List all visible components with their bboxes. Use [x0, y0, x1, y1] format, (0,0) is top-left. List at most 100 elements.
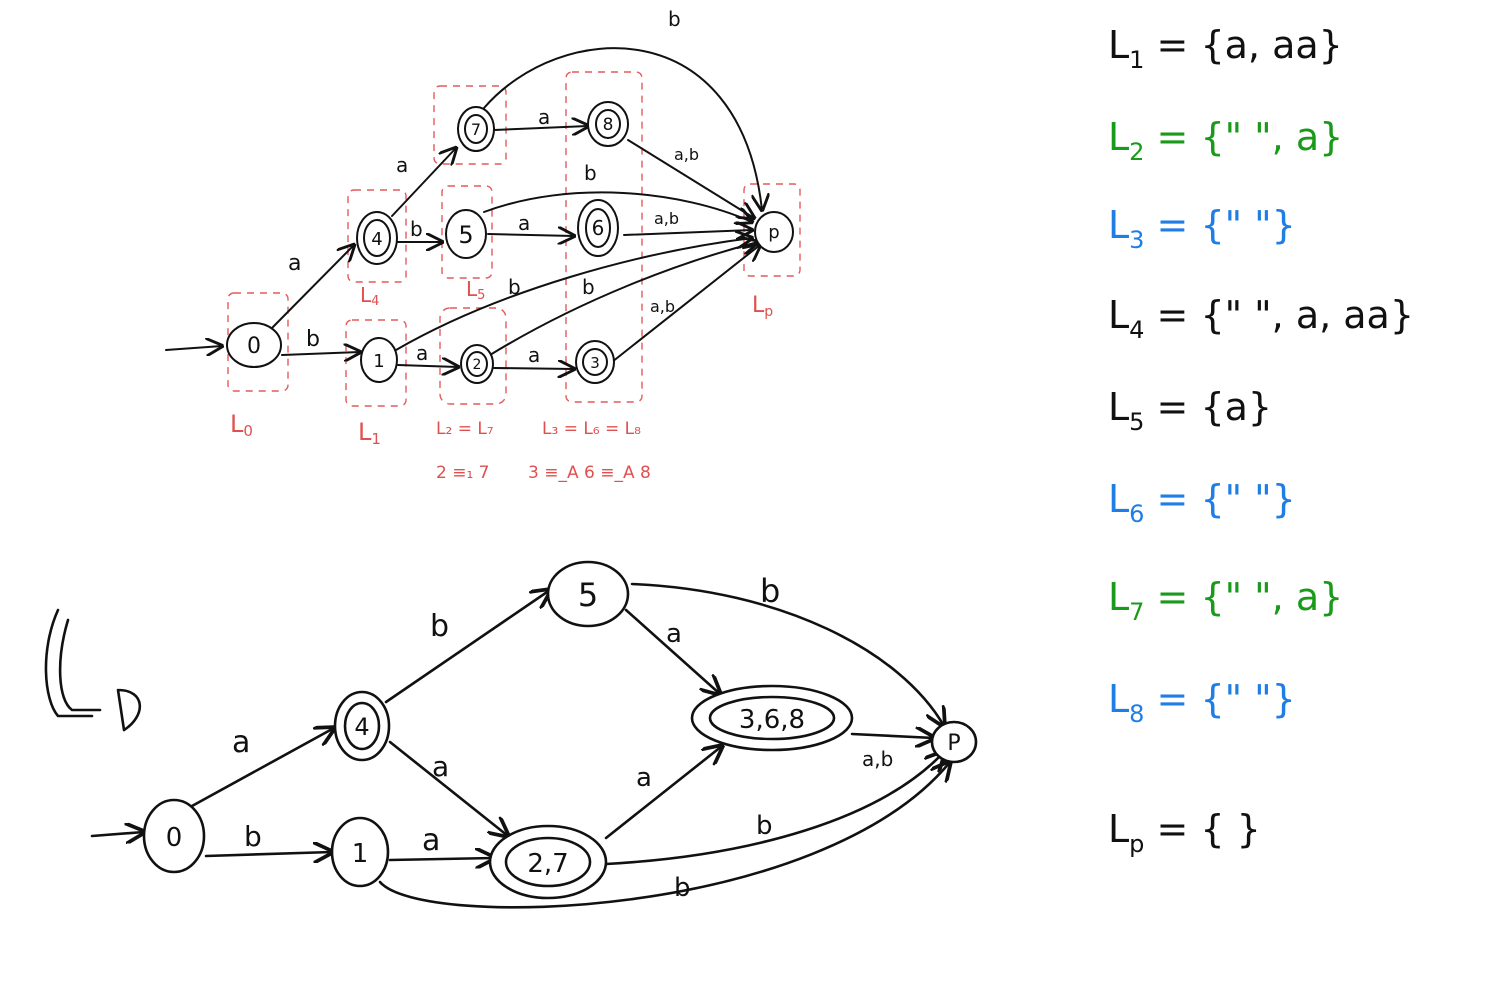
language-2: L2 = {" ", a}	[1108, 115, 1343, 166]
language-name: L	[1108, 293, 1129, 337]
label-b0-b1: b	[244, 820, 262, 853]
language-value: = {" "}	[1144, 203, 1295, 247]
language-value: = {a, aa}	[1144, 23, 1342, 67]
state-6: 6	[577, 199, 619, 257]
label-5-p: b	[584, 161, 597, 185]
group-box-L368	[565, 71, 643, 403]
label-8-p: a,b	[674, 145, 699, 164]
edge-b4-b27	[388, 740, 508, 836]
edge-b1-bp	[378, 762, 950, 909]
language-name: L	[1108, 677, 1129, 721]
label-4-7: a	[396, 153, 408, 177]
edge-b0-b1	[204, 852, 332, 856]
edge-b27-b368	[604, 746, 722, 840]
edge-b0-b4	[190, 728, 334, 808]
state-3: 3	[575, 340, 615, 384]
state-b368: 3,6,8	[690, 684, 854, 752]
edge-1-2	[397, 365, 458, 367]
label-7-8: a	[538, 105, 550, 129]
language-subscript: 2	[1129, 138, 1144, 166]
language-value: = {" "}	[1144, 677, 1295, 721]
state-2: 2	[460, 344, 494, 384]
svg-text:P: P	[947, 731, 960, 756]
svg-text:5: 5	[578, 576, 598, 614]
language-name: L	[1108, 575, 1129, 619]
edge-5-p	[483, 191, 752, 222]
svg-text:0: 0	[247, 334, 261, 359]
label-b4-b27: a	[432, 750, 449, 783]
label-L4: L4	[360, 283, 379, 309]
language-value: = {a}	[1144, 385, 1272, 429]
language-subscript: 7	[1129, 598, 1144, 626]
label-3-p: a,b	[650, 297, 675, 316]
label-L3-eq-L6-eq-L8: L₃ = L₆ = L₈	[542, 419, 641, 439]
language-name: L	[1108, 203, 1129, 247]
start-arrow-bottom	[90, 832, 144, 836]
svg-text:p: p	[768, 222, 779, 243]
group-box-L4	[347, 189, 407, 283]
edge-4-7	[391, 148, 456, 217]
state-b1: 1	[330, 816, 390, 888]
language-1: L1 = {a, aa}	[1108, 23, 1343, 74]
edge-7-8	[493, 126, 588, 130]
state-b5: 5	[546, 560, 630, 628]
state-b0: 0	[142, 798, 206, 874]
state-7: 7	[457, 106, 495, 152]
svg-text:1: 1	[373, 351, 384, 372]
label-0-4: a	[288, 251, 301, 276]
edge-0-1	[281, 352, 360, 355]
edge-b4-b5	[384, 590, 550, 704]
state-b27: 2,7	[488, 824, 608, 900]
state-p: p	[754, 211, 794, 253]
language-4: L4 = {" ", a, aa}	[1108, 293, 1414, 344]
svg-text:2,7: 2,7	[527, 849, 568, 879]
language-8: L8 = {" "}	[1108, 677, 1296, 728]
language-value: = {" ", a, aa}	[1144, 293, 1414, 337]
language-3: L3 = {" "}	[1108, 203, 1296, 254]
svg-text:1: 1	[352, 839, 369, 869]
language-subscript: p	[1129, 830, 1144, 858]
edge-b5-bp	[630, 582, 944, 726]
language-subscript: 5	[1129, 408, 1144, 436]
label-3-equiv-6-equiv-8: 3 ≡_A 6 ≡_A 8	[528, 463, 651, 483]
language-subscript: 4	[1129, 316, 1144, 344]
label-b1-bp: b	[674, 873, 691, 903]
svg-text:2: 2	[473, 357, 482, 373]
label-L1: L1	[358, 418, 381, 448]
label-2-equiv-7: 2 ≡₁ 7	[436, 463, 490, 483]
edge-1-p	[395, 238, 752, 351]
group-box-L1	[345, 319, 407, 407]
state-0: 0	[226, 322, 282, 368]
edge-3-p	[611, 245, 760, 363]
edge-0-4	[269, 245, 354, 331]
language-subscript: 6	[1129, 500, 1144, 528]
edge-6-p	[623, 230, 752, 235]
language-list: L1 = {a, aa}L2 = {" ", a}L3 = {" "}L4 = …	[1108, 23, 1414, 858]
edge-2-p	[489, 242, 758, 356]
svg-text:8: 8	[603, 115, 614, 135]
label-b368-bp: a,b	[862, 747, 893, 771]
language-9: Lp = { }	[1108, 807, 1261, 858]
language-value: = {" "}	[1144, 477, 1295, 521]
language-name: L	[1108, 23, 1129, 67]
label-b1-b27: a	[422, 823, 440, 858]
label-4-5: b	[410, 217, 423, 241]
label-2-3: a	[528, 343, 540, 367]
state-8: 8	[587, 101, 629, 147]
group-box-L5	[441, 185, 493, 279]
language-subscript: 1	[1129, 46, 1144, 74]
language-6: L6 = {" "}	[1108, 477, 1296, 528]
label-b4-b5: b	[430, 609, 449, 644]
language-5: L5 = {a}	[1108, 385, 1272, 436]
edge-7-p	[483, 47, 762, 210]
label-b5-b368: a	[666, 619, 682, 649]
state-5: 5	[445, 209, 487, 259]
group-box-L2	[439, 307, 507, 405]
language-value: = { }	[1144, 807, 1260, 851]
language-name: L	[1108, 477, 1129, 521]
svg-text:3,6,8: 3,6,8	[739, 705, 805, 735]
edge-b5-b368	[624, 608, 720, 694]
language-7: L7 = {" ", a}	[1108, 575, 1343, 626]
svg-text:4: 4	[371, 229, 382, 250]
language-name: L	[1108, 115, 1129, 159]
